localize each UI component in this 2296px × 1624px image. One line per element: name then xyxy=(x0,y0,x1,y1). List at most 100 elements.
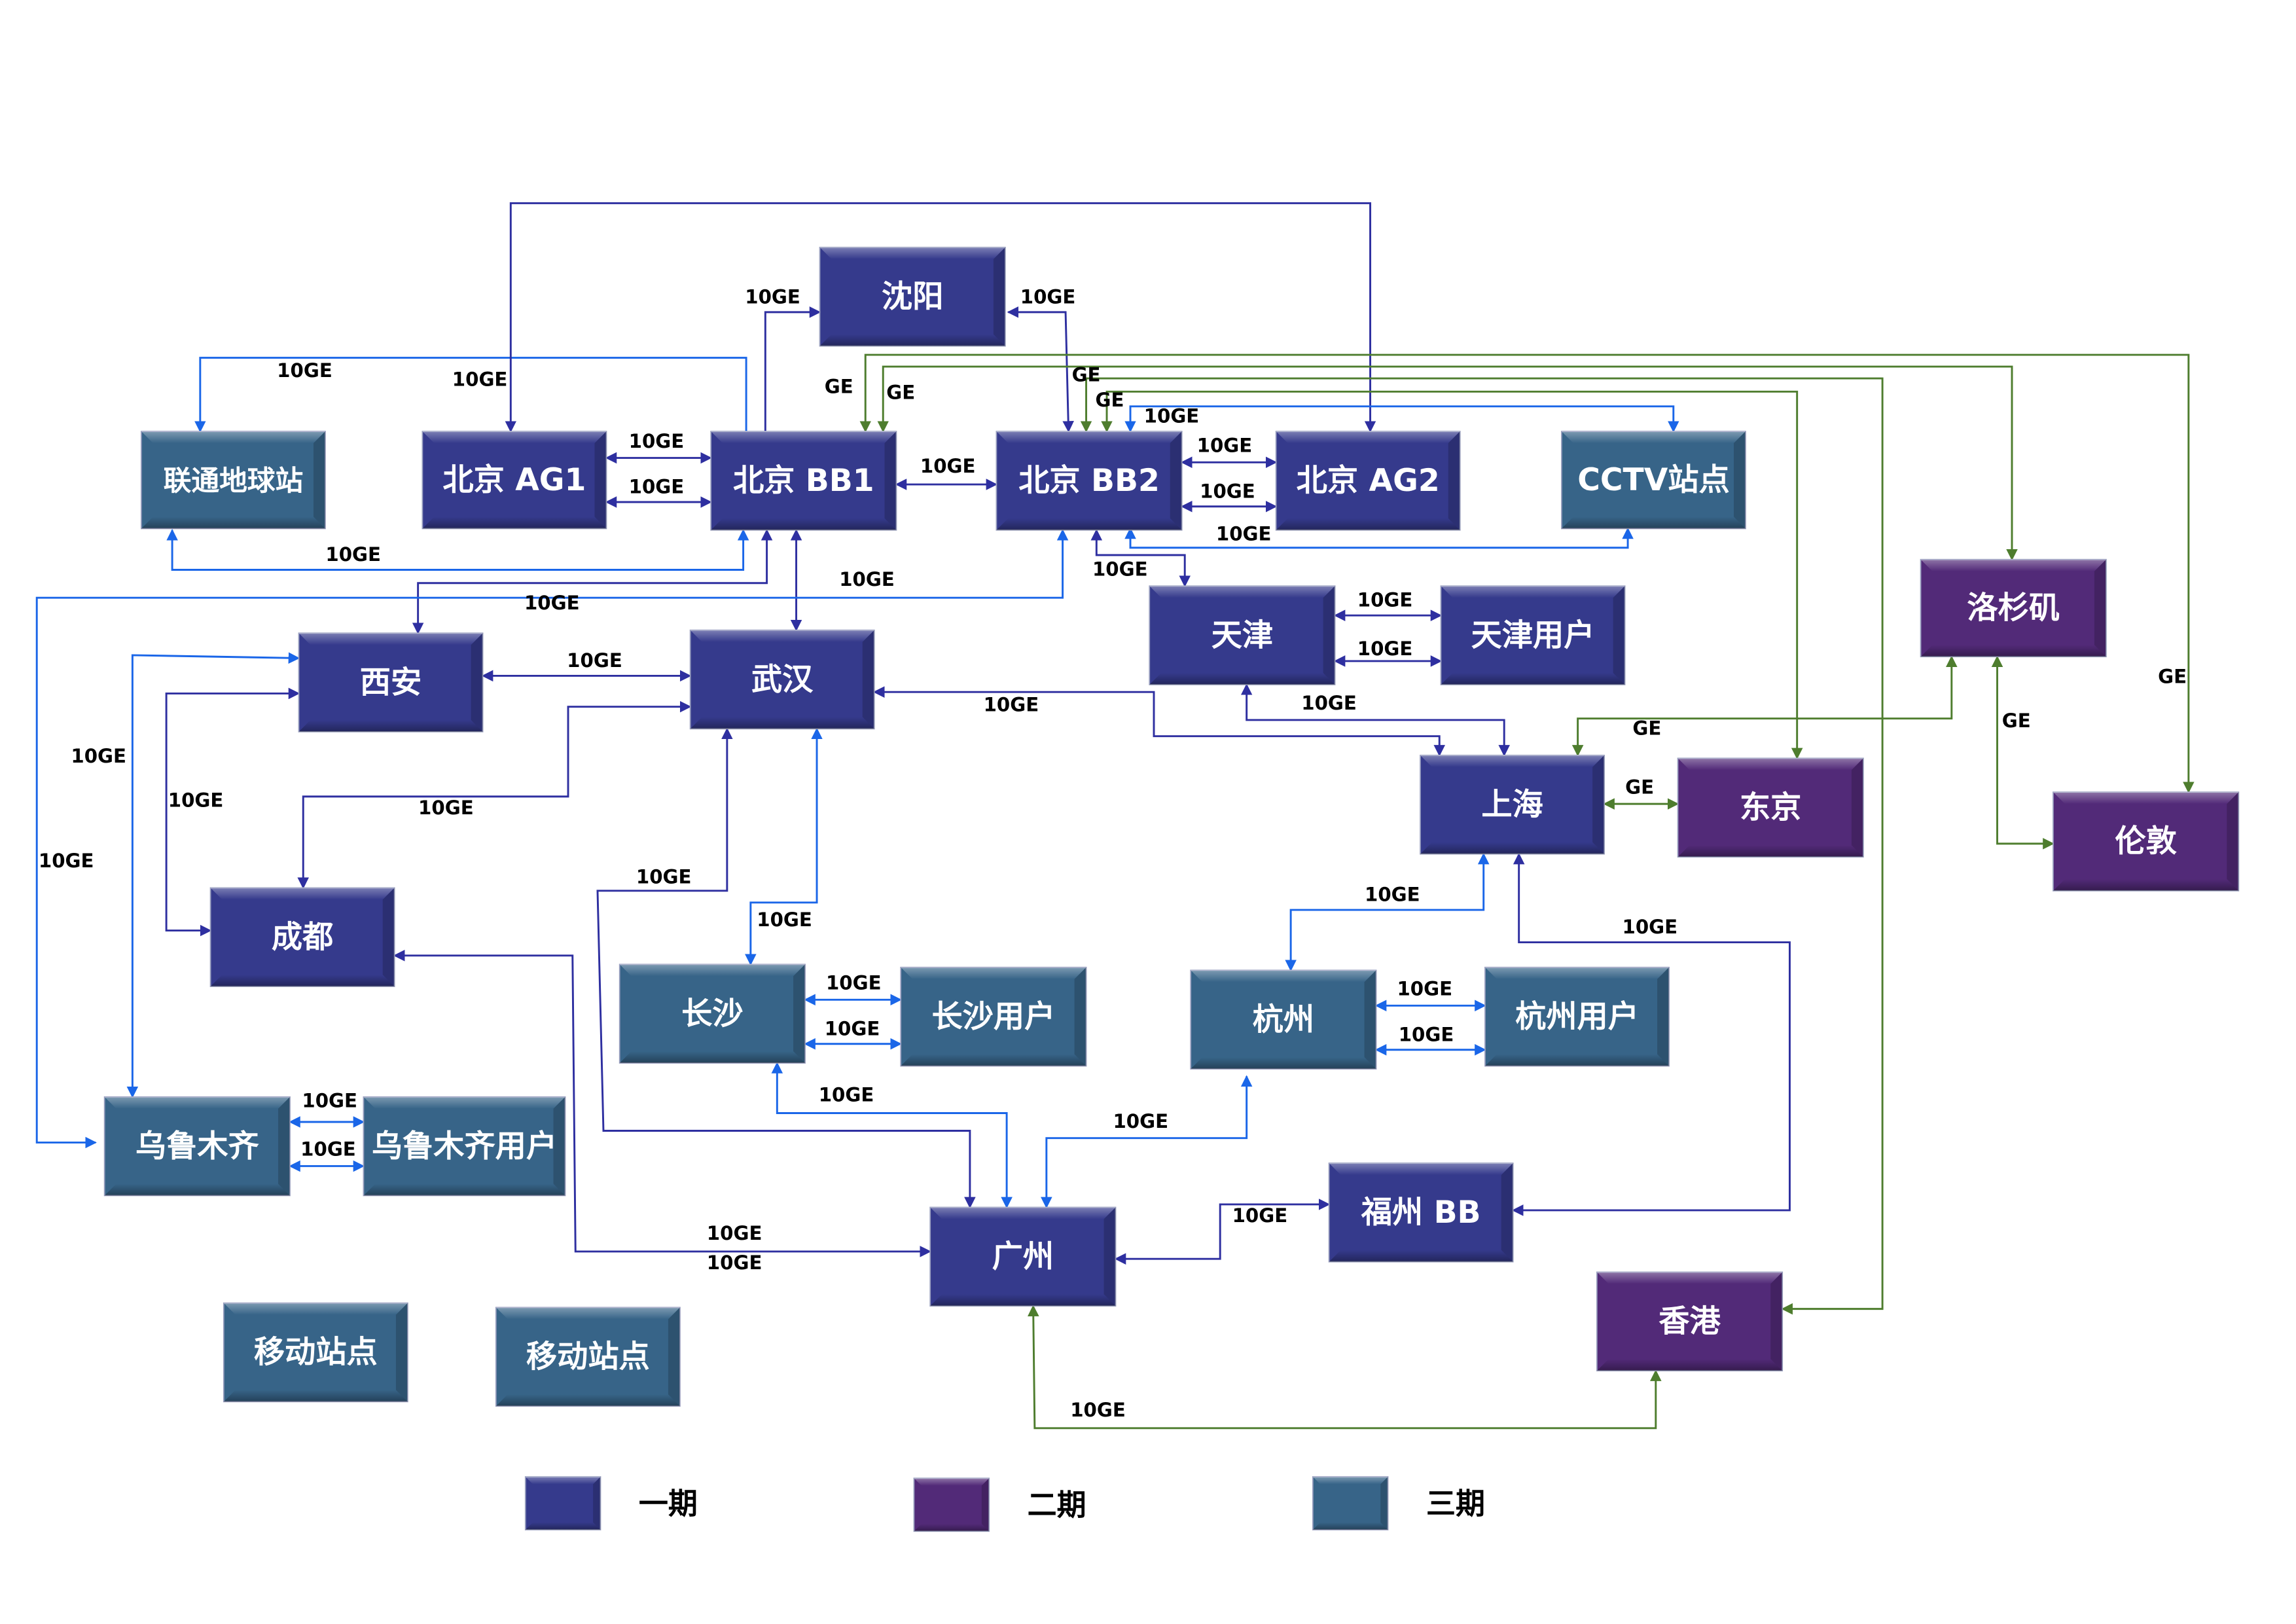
legend-item-phase2: 二期 xyxy=(913,1477,1086,1532)
link-bandwidth-label: 10GE xyxy=(168,789,224,812)
node-fuzhou[interactable]: 福州 BB xyxy=(1328,1163,1514,1263)
link-bandwidth-label: 10GE xyxy=(1092,558,1148,580)
node-urumqi[interactable]: 乌鲁木齐 xyxy=(103,1096,291,1197)
link-bandwidth-label: 10GE xyxy=(1365,884,1420,906)
node-label: 广州 xyxy=(992,1239,1054,1275)
legend-label: 一期 xyxy=(639,1486,698,1521)
link-bandwidth-label: 10GE xyxy=(1399,1023,1454,1045)
link-bandwidth-label: 10GE xyxy=(707,1222,762,1244)
node-label: 洛杉矶 xyxy=(1967,590,2060,626)
link-bandwidth-label: GE xyxy=(2002,710,2031,732)
link-guangzhou-fuzhou xyxy=(1114,1199,1331,1265)
node-shenyang[interactable]: 沈阳 xyxy=(819,246,1006,347)
link-bandwidth-label: 10GE xyxy=(757,909,812,931)
link-bandwidth-label: 10GE xyxy=(819,1083,874,1106)
legend-item-phase3: 三期 xyxy=(1312,1476,1485,1530)
node-label: 天津 xyxy=(1211,617,1273,653)
node-hongkong[interactable]: 香港 xyxy=(1596,1271,1784,1372)
node-label: 北京 BB2 xyxy=(1018,463,1160,499)
link-la-london xyxy=(1991,655,2054,850)
node-unicom[interactable]: 联通地球站 xyxy=(140,431,326,530)
node-london[interactable]: 伦敦 xyxy=(2053,791,2240,892)
node-label: 长沙用户 xyxy=(931,999,1055,1035)
node-bjag1[interactable]: 北京 AG1 xyxy=(422,431,607,530)
node-wuhan[interactable]: 武汉 xyxy=(689,629,875,730)
node-label: 乌鲁木齐 xyxy=(135,1128,260,1164)
node-cctv[interactable]: CCTV站点 xyxy=(1560,431,1746,530)
link-fuzhou-shanghai xyxy=(1511,852,1791,1216)
node-label: 成都 xyxy=(272,919,333,955)
link-unicom-bjbb1 xyxy=(166,529,749,571)
link-bjbb1-shenyang xyxy=(764,306,821,432)
link-bjbb1-la xyxy=(877,365,2018,561)
link-bandwidth-label: 10GE xyxy=(636,866,692,888)
node-shanghai[interactable]: 上海 xyxy=(1420,755,1605,855)
link-bandwidth-label: 10GE xyxy=(920,455,976,477)
link-chengdu-xian xyxy=(165,687,300,937)
node-tjuser[interactable]: 天津用户 xyxy=(1440,585,1626,685)
node-label: 长沙 xyxy=(681,996,743,1032)
legend-swatch xyxy=(913,1477,990,1532)
link-bjbb1-unicom xyxy=(194,357,747,433)
link-urumqi-xian xyxy=(126,652,300,1098)
link-bandwidth-label: 10GE xyxy=(984,693,1039,715)
link-bandwidth-label: GE xyxy=(886,382,915,404)
link-bandwidth-label: 10GE xyxy=(567,649,622,672)
link-bandwidth-label: GE xyxy=(1096,389,1124,411)
node-guangzhou[interactable]: 广州 xyxy=(929,1206,1117,1307)
link-bandwidth-label: 10GE xyxy=(39,850,94,872)
node-la[interactable]: 洛杉矶 xyxy=(1920,558,2107,658)
node-xian[interactable]: 西安 xyxy=(298,632,484,732)
node-label: 北京 AG1 xyxy=(442,462,586,498)
link-bandwidth-label: 10GE xyxy=(1397,978,1452,1000)
legend: 一期 二期 三期 xyxy=(524,1476,1485,1532)
link-bandwidth-label: 10GE xyxy=(418,797,474,819)
link-bjbb1-xian xyxy=(412,529,773,634)
link-bandwidth-label: GE xyxy=(2158,666,2187,688)
node-label: 移动站点 xyxy=(254,1335,378,1371)
node-bjbb2[interactable]: 北京 BB2 xyxy=(996,431,1183,531)
link-chengdu-guangzhou xyxy=(393,950,931,1257)
link-bjbb2-hongkong xyxy=(1080,377,1884,1315)
node-label: 天津用户 xyxy=(1471,617,1595,653)
link-bjag2-bjag1 xyxy=(505,202,1376,433)
link-changsha-guangzhou xyxy=(771,1062,1013,1209)
node-label: 东京 xyxy=(1740,789,1801,825)
link-chengdu-wuhan xyxy=(297,700,692,890)
link-bandwidth-label: 10GE xyxy=(524,592,580,614)
link-bandwidth-label: GE xyxy=(1072,364,1101,386)
link-bandwidth-label: 10GE xyxy=(1357,589,1413,611)
node-bjbb1[interactable]: 北京 BB1 xyxy=(710,431,897,531)
link-bandwidth-label: 10GE xyxy=(1301,692,1357,714)
link-bjbb1-london xyxy=(859,353,2195,793)
node-chengdu[interactable]: 成都 xyxy=(209,887,395,987)
node-label: 乌鲁木齐用户 xyxy=(372,1128,557,1164)
node-urumqiuser[interactable]: 乌鲁木齐用户 xyxy=(363,1096,566,1197)
link-bandwidth-label: 10GE xyxy=(1357,638,1413,660)
node-tokyo[interactable]: 东京 xyxy=(1677,757,1864,858)
link-shanghai-la xyxy=(1571,655,1958,757)
link-bandwidth-label: 10GE xyxy=(71,745,126,767)
link-bandwidth-label: 10GE xyxy=(1232,1204,1288,1227)
node-hangzhou[interactable]: 杭州 xyxy=(1190,969,1377,1070)
node-label: 香港 xyxy=(1659,1304,1721,1340)
node-label: 北京 BB1 xyxy=(733,463,874,499)
node-label: 武汉 xyxy=(751,662,814,698)
link-bandwidth-label: 10GE xyxy=(826,972,882,994)
link-cctv-bjbb2 xyxy=(1124,527,1634,549)
node-bjag2[interactable]: 北京 AG2 xyxy=(1275,431,1461,531)
link-hangzhou-shanghai xyxy=(1285,852,1490,972)
link-bandwidth-label: 10GE xyxy=(825,1017,880,1039)
node-csuser[interactable]: 长沙用户 xyxy=(900,966,1087,1067)
legend-item-phase1: 一期 xyxy=(524,1476,698,1530)
link-bandwidth-label: 10GE xyxy=(1197,435,1253,457)
node-hzuser[interactable]: 杭州用户 xyxy=(1484,966,1670,1067)
node-mobile2[interactable]: 移动站点 xyxy=(495,1307,681,1407)
node-tianjin[interactable]: 天津 xyxy=(1149,585,1336,685)
node-label: 上海 xyxy=(1481,787,1543,823)
node-mobile1[interactable]: 移动站点 xyxy=(223,1302,408,1403)
node-label: 移动站点 xyxy=(526,1339,650,1375)
node-changsha[interactable]: 长沙 xyxy=(619,964,806,1064)
